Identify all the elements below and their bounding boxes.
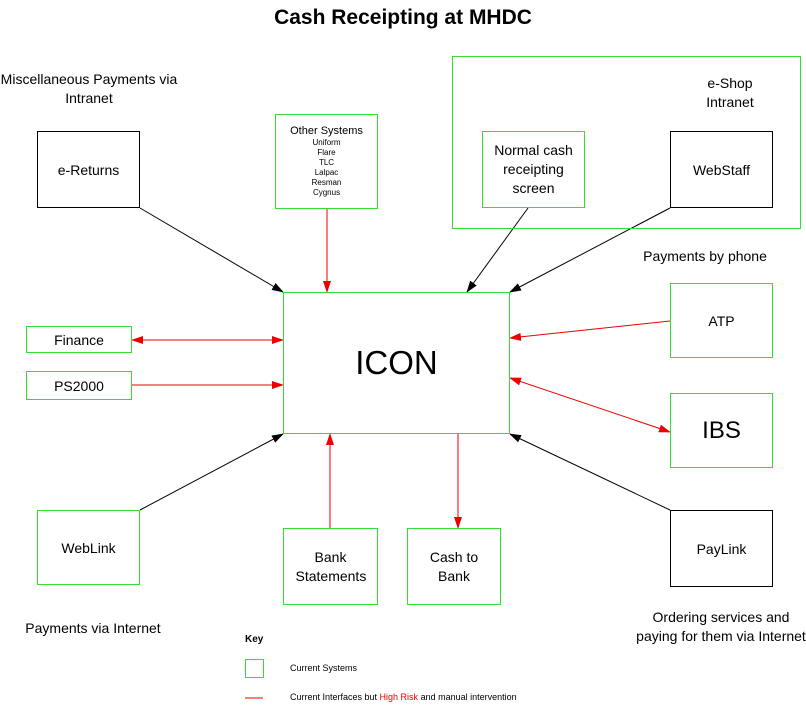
box-atp: ATP — [670, 283, 773, 358]
label-eshop-intranet: e-Shop Intranet — [706, 75, 754, 110]
box-icon: ICON — [283, 292, 510, 434]
box-other-systems: Other Systems Uniform Flare TLC Lalpac R… — [275, 114, 378, 209]
label-misc-payments: Miscellaneous Payments via Intranet — [0, 71, 178, 106]
box-webstaff-label: WebStaff — [692, 161, 751, 178]
box-webstaff: WebStaff — [670, 131, 773, 208]
key-interfaces-prefix: Current Interfaces but — [290, 692, 380, 702]
key-interfaces-suffix: and manual intervention — [418, 692, 517, 702]
label-payments-via-internet: Payments via Internet — [25, 620, 161, 636]
box-finance-label: Finance — [54, 331, 104, 348]
other-system-item: Cygnus — [312, 188, 341, 197]
connector-webstaff-to-icon — [509, 207, 671, 293]
box-weblink-label: WebLink — [61, 539, 116, 556]
key-title: Key — [245, 634, 264, 645]
diagram-title: Cash Receipting at MHDC — [274, 6, 532, 29]
other-system-item: Flare — [317, 148, 336, 157]
box-ibs-label: IBS — [702, 416, 741, 444]
key-current-systems-label: Current Systems — [290, 663, 358, 673]
key-interfaces-label: Current Interfaces but High Risk and man… — [290, 692, 517, 702]
label-payments-by-phone: Payments by phone — [643, 248, 767, 264]
connector-normalcash-to-icon — [466, 207, 529, 293]
box-icon-label: ICON — [355, 344, 438, 381]
other-system-item: TLC — [318, 158, 335, 167]
connector-icon-ibs — [509, 377, 671, 433]
box-normal-cash: Normal cash receipting screen — [482, 131, 585, 208]
box-e-returns-label: e-Returns — [57, 161, 120, 178]
connector-atp-to-icon — [509, 320, 671, 341]
label-ordering-services: Ordering services and paying for them vi… — [636, 609, 806, 644]
box-bank-statements: Bank Statements — [283, 528, 378, 605]
box-ps2000-label: PS2000 — [54, 377, 104, 394]
other-system-item: Uniform — [312, 138, 341, 147]
connector-ereturns-to-icon — [139, 207, 284, 293]
box-ibs: IBS — [670, 393, 773, 468]
connector-weblink-to-icon — [139, 433, 284, 511]
other-systems-title: Other Systems — [290, 125, 363, 137]
box-normal-cash-label: Normal cash receipting screen — [494, 142, 573, 196]
box-bank-statements-label: Bank Statements — [295, 548, 367, 584]
box-paylink: PayLink — [670, 510, 773, 587]
box-cash-to-bank-label: Cash to Bank — [429, 548, 479, 584]
other-system-item: Lalpac — [314, 168, 339, 177]
eshop-intranet-group — [452, 56, 801, 229]
box-finance: Finance — [26, 326, 132, 353]
key-green-box-sample — [245, 659, 264, 678]
box-paylink-label: PayLink — [696, 540, 747, 557]
box-cash-to-bank: Cash to Bank — [407, 528, 501, 605]
box-ps2000: PS2000 — [26, 371, 132, 400]
box-e-returns: e-Returns — [37, 131, 140, 208]
connector-paylink-to-icon — [509, 433, 671, 511]
key-high-risk: High Risk — [379, 692, 419, 702]
box-atp-label: ATP — [708, 312, 735, 329]
other-system-item: Resman — [311, 178, 342, 187]
box-weblink: WebLink — [37, 510, 140, 585]
